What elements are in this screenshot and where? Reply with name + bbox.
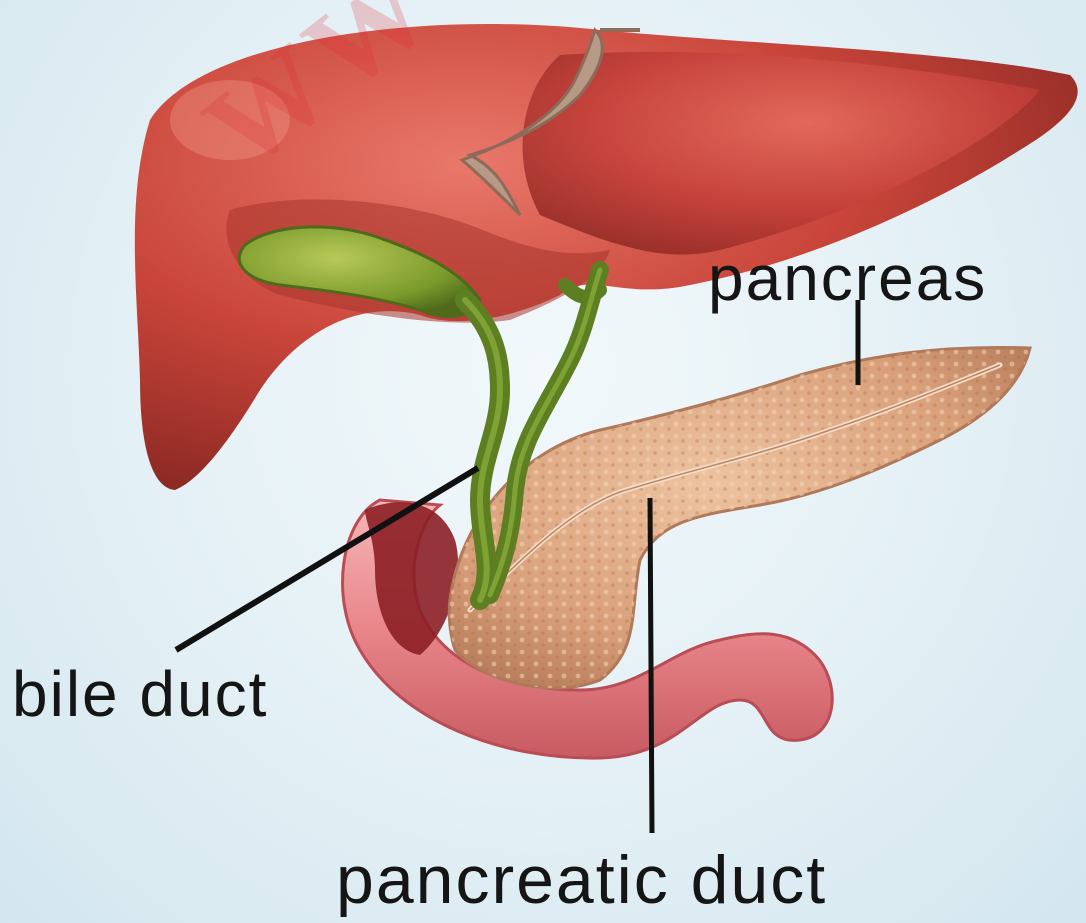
pancreas-label: pancreas — [708, 246, 987, 310]
bile-duct-label: bile duct — [12, 662, 268, 726]
pancreatic-duct-label: pancreatic duct — [336, 846, 827, 914]
pancreatic-duct-leader-line — [650, 498, 652, 833]
